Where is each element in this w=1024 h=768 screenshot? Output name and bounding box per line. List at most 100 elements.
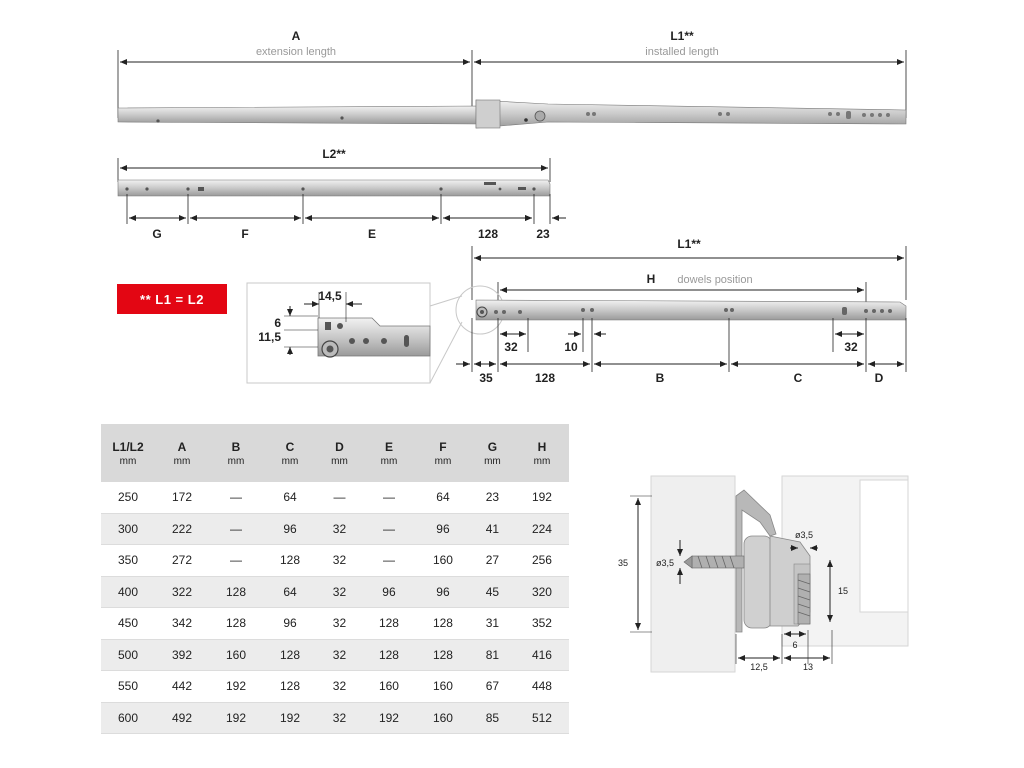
table-cell: — (361, 513, 416, 545)
table-cell: 442 (155, 670, 209, 703)
table-cell: 272 (155, 544, 209, 577)
table-cell: 350 (101, 544, 155, 577)
table-cell: 96 (415, 513, 470, 545)
table-cell: 172 (155, 482, 209, 514)
bottom-rail (455, 285, 907, 335)
detail-height-11: 11,5 (258, 330, 281, 344)
table-cell: 32 (317, 607, 362, 640)
table-cell: 500 (101, 639, 155, 671)
table-cell: 96 (415, 576, 470, 608)
table-cell: 96 (361, 576, 416, 608)
table-cell: 160 (415, 544, 470, 577)
table-cell: 128 (263, 670, 317, 703)
label-12-5: 12,5 (750, 662, 768, 672)
label-a-sub: extension length (256, 46, 336, 58)
table-cell: — (317, 482, 362, 514)
table-row: 350 272 — 128 32 — 160 27 256 (101, 544, 569, 577)
table-cell: 256 (514, 544, 569, 577)
table-cell: 41 (469, 513, 515, 545)
label-128-bottom: 128 (535, 371, 555, 385)
table-cell: 85 (469, 702, 515, 734)
table-cell: 192 (209, 670, 263, 703)
label-d: D (875, 371, 884, 385)
table-cell: 550 (101, 670, 155, 703)
table-cell: 352 (514, 607, 569, 640)
table-cell: 342 (155, 607, 209, 640)
label-128-mid: 128 (478, 227, 498, 241)
table-cell: 128 (263, 639, 317, 671)
table-row: 600 492 192 192 32 192 160 85 512 (101, 702, 569, 734)
table-cell: 64 (415, 482, 470, 514)
table-cell: 400 (101, 576, 155, 608)
horizontal-screw (683, 555, 745, 569)
table-cell: — (209, 544, 263, 577)
label-c: C (794, 371, 803, 385)
label-h-sub: dowels position (677, 274, 752, 286)
label-b: B (656, 371, 665, 385)
label-e: E (368, 227, 376, 241)
table-cell: 160 (415, 702, 470, 734)
table-cell: 45 (469, 576, 515, 608)
table-cell: 222 (155, 513, 209, 545)
label-l1-top-sub: installed length (645, 46, 718, 58)
table-cell: 32 (317, 544, 362, 577)
bottom-rail-segments: 32 10 32 35 128 B C D (456, 318, 907, 385)
middle-rail-segments: G F E 128 23 (126, 194, 566, 241)
table-cell: 492 (155, 702, 209, 734)
label-g: G (152, 227, 161, 241)
table-cell: 320 (514, 576, 569, 608)
table-cell: 81 (469, 639, 515, 671)
table-cell: 450 (101, 607, 155, 640)
vertical-screw (797, 573, 811, 625)
middle-rail-dimensions: L2** (117, 147, 551, 182)
table-row: 300 222 — 96 32 — 96 41 224 (101, 513, 569, 545)
label-l1-bottom: L1** (677, 237, 701, 251)
table-cell: 192 (361, 702, 416, 734)
label-13: 13 (803, 662, 813, 672)
table-cell: 300 (101, 513, 155, 545)
table-row: 250 172 — 64 — — 64 23 192 (101, 482, 569, 514)
table-cell: 160 (415, 670, 470, 703)
detail-height-6: 6 (274, 316, 281, 330)
table-cell: 160 (209, 639, 263, 671)
table-cell: 192 (263, 702, 317, 734)
table-cell: 224 (514, 513, 569, 545)
label-a: A (292, 29, 301, 43)
table-cell: 31 (469, 607, 515, 640)
top-rail (117, 99, 907, 129)
table-cell: 23 (469, 482, 515, 514)
table-cell: 128 (209, 607, 263, 640)
label-l1-top: L1** (670, 29, 694, 43)
table-cell: 32 (317, 702, 362, 734)
table-cell: 32 (317, 670, 362, 703)
label-f: F (241, 227, 248, 241)
detail-width: 14,5 (318, 289, 342, 303)
label-dia-left: ø3,5 (656, 558, 674, 568)
label-32-right: 32 (844, 340, 858, 354)
table-cell: 64 (263, 576, 317, 608)
table-cell: 67 (469, 670, 515, 703)
table-row: 500 392 160 128 32 128 128 81 416 (101, 639, 569, 671)
table-row: 450 342 128 96 32 128 128 31 352 (101, 607, 569, 640)
table-cell: 27 (469, 544, 515, 577)
bottom-rail-dimensions-top: L1** H dowels position (471, 237, 907, 302)
label-l2: L2** (322, 147, 346, 161)
table-cell: 96 (263, 607, 317, 640)
table-cell: 512 (514, 702, 569, 734)
table-cell: — (361, 544, 416, 577)
table-cell: 32 (317, 576, 362, 608)
label-10: 10 (564, 340, 578, 354)
table-cell: 392 (155, 639, 209, 671)
table-cell: 128 (209, 576, 263, 608)
label-dia-right: ø3,5 (795, 530, 813, 540)
table-cell: — (209, 513, 263, 545)
